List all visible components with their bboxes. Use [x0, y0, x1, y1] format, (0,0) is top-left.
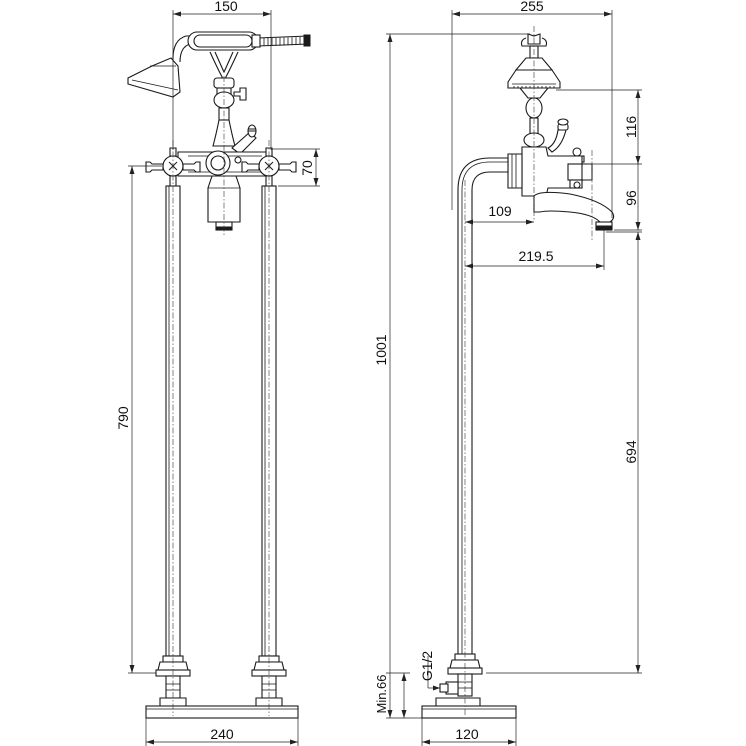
dim-70: 70	[299, 160, 315, 176]
side-floor-flange	[435, 653, 483, 707]
dim-255: 255	[520, 0, 544, 14]
dim-120: 120	[455, 726, 479, 742]
side-dimensions: 255 1001 116 96 694 109 219.5	[373, 0, 642, 746]
hand-shower	[127, 31, 261, 98]
side-riser	[457, 157, 509, 655]
dim-240: 240	[210, 726, 234, 742]
dim-g1-2: G1/2	[419, 651, 435, 682]
valve-stack	[212, 77, 247, 147]
side-base-plate	[421, 705, 517, 719]
front-view	[127, 31, 311, 719]
side-view	[421, 26, 615, 719]
left-cross-handle	[145, 147, 201, 187]
dim-1001: 1001	[373, 334, 389, 365]
dim-min-66: Min.66	[374, 674, 389, 713]
front-risers	[165, 185, 277, 657]
dim-694: 694	[623, 440, 639, 464]
dim-116: 116	[623, 116, 639, 139]
dim-219-5: 219.5	[518, 248, 553, 264]
side-spout	[507, 146, 615, 231]
front-dimensions: 150 70 790 240	[115, 0, 320, 746]
shower-hose	[257, 34, 311, 47]
front-base-plate	[145, 705, 299, 719]
dim-790: 790	[115, 406, 131, 430]
dim-150: 150	[214, 0, 238, 14]
dim-96: 96	[623, 190, 639, 206]
dim-109: 109	[488, 203, 512, 219]
lever-handle	[231, 124, 257, 155]
